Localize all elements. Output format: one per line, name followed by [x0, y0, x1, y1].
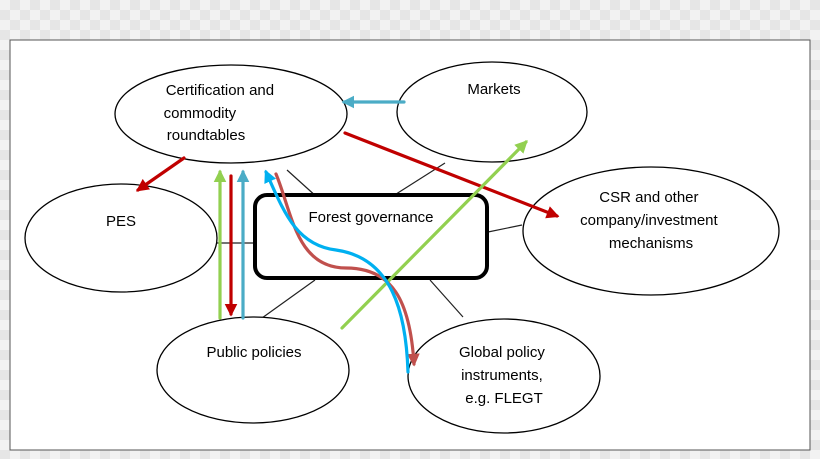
node-global-policy-shape [407, 318, 601, 434]
node-pes-label: PES [106, 213, 136, 230]
arrow-certification-to-csr [343, 131, 560, 219]
node-forest-governance-label: Forest governance [308, 209, 433, 226]
node-certification-shape [114, 64, 348, 164]
arrow-global-to-certification-curve [264, 169, 410, 374]
node-markets: Markets [396, 61, 588, 163]
connector-csr-forest [487, 224, 523, 233]
node-public-policies-label: Public policies [206, 344, 301, 361]
node-certification: Certification and commodity roundtables [114, 64, 348, 164]
node-markets-shape [396, 61, 588, 163]
arrow-certification-to-global-curve [274, 172, 420, 367]
node-pes-shape [24, 183, 218, 293]
arrow-public-to-markets-green [340, 140, 528, 330]
node-public-policies: Public policies [156, 316, 350, 424]
arrows [135, 95, 560, 374]
node-pes: PES [24, 183, 218, 293]
arrow-certification-to-pes [135, 156, 186, 192]
node-global-policy-label: Global policy instruments, e.g. FLEGT [459, 344, 549, 407]
node-certification-label: Certification and commodity roundtables [164, 82, 279, 144]
connector-global-forest [429, 279, 464, 318]
node-markets-label: Markets [467, 81, 520, 98]
node-global-policy: Global policy instruments, e.g. FLEGT [407, 318, 601, 434]
node-public-policies-shape [156, 316, 350, 424]
node-csr-shape [522, 166, 780, 296]
connector-public-forest [261, 279, 316, 319]
node-csr-label: CSR and other company/investment mechani… [580, 189, 722, 252]
node-csr: CSR and other company/investment mechani… [522, 166, 780, 296]
